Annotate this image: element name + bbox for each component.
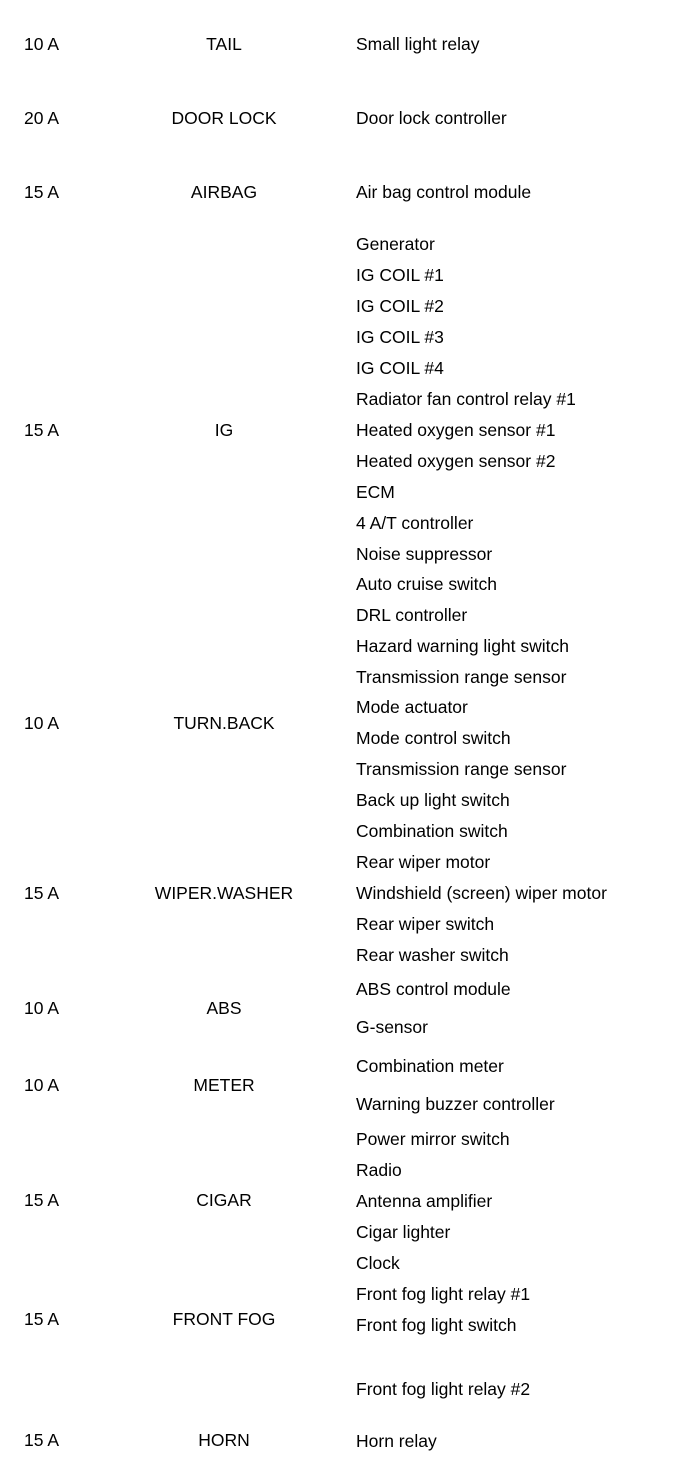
protected-component-value: IG COIL #4: [356, 358, 444, 378]
protected-component-value: Clock: [356, 1253, 400, 1273]
protected-component-value: Auto cruise switch: [356, 574, 498, 594]
fuse-name-value: AIRBAG: [190, 182, 258, 202]
protected-component-value: Radiator fan control relay #1: [356, 389, 576, 409]
protected-component-value: ABS control module: [356, 979, 511, 999]
protected-component-value: Hazard warning light switch: [356, 636, 570, 656]
protected-component-value: Radio: [356, 1160, 402, 1180]
fuse-name-value: DOOR LOCK: [171, 108, 277, 128]
fuse-amperage-value: 15 A: [24, 1430, 60, 1450]
protected-component-value: IG COIL #2: [356, 296, 444, 316]
protected-component-value: ECM: [356, 482, 395, 502]
protected-component-value: Mode actuator: [356, 697, 468, 717]
protected-component-value: G-sensor: [356, 1017, 428, 1037]
fuse-name-value: FRONT FOG: [172, 1309, 276, 1329]
protected-component-value: Combination meter: [356, 1056, 504, 1076]
protected-component-value: Horn relay: [356, 1431, 437, 1451]
protected-component-value: 4 A/T controller: [356, 513, 474, 533]
fuse-amperage-value: 15 A: [24, 182, 60, 202]
protected-component-value: Back up light switch: [356, 790, 510, 810]
fuse-name-value: ABS: [206, 998, 242, 1018]
protected-component-value: Heated oxygen sensor #1: [356, 420, 556, 440]
protected-component-value: Noise suppressor: [356, 544, 493, 564]
fuse-name-value: WIPER.WASHER: [154, 883, 294, 903]
protected-component-value: Cigar lighter: [356, 1222, 451, 1242]
fuse-name-value: TAIL: [206, 34, 242, 54]
protected-component-value: Warning buzzer controller: [356, 1094, 555, 1114]
protected-component-value: Windshield (screen) wiper motor: [356, 883, 607, 903]
fuse-amperage-value: 15 A: [24, 1309, 60, 1329]
fuse-name-value: IG: [214, 420, 234, 440]
protected-component-value: Front fog light relay #1: [356, 1284, 531, 1304]
protected-component-value: IG COIL #1: [356, 265, 444, 285]
protected-component-value: IG COIL #3: [356, 327, 444, 347]
fuse-amperage-value: 20 A: [24, 108, 60, 128]
fuse-amperage-value: 15 A: [24, 420, 60, 440]
protected-component-value: Air bag control module: [356, 182, 532, 202]
fuse-name-value: TURN.BACK: [173, 713, 275, 733]
protected-component-value: Power mirror switch: [356, 1129, 510, 1149]
protected-component-value: Small light relay: [356, 34, 480, 54]
fuse-amperage-value: 10 A: [24, 34, 60, 54]
fuse-name-value: HORN: [198, 1430, 250, 1450]
protected-component-value: Generator: [356, 234, 435, 254]
fuse-amperage-value: 15 A: [24, 883, 60, 903]
protected-component-value: Rear wiper switch: [356, 914, 495, 934]
fuse-amperage-value: 10 A: [24, 1075, 60, 1095]
fuse-name-value: CIGAR: [196, 1190, 252, 1210]
protected-component-value: Front fog light switch: [356, 1315, 517, 1335]
fuse-amperage-value: 15 A: [24, 1190, 60, 1210]
protected-component-value: Rear wiper motor: [356, 852, 491, 872]
fuse-name-value: METER: [193, 1075, 255, 1095]
protected-component-value: Front fog light relay #2: [356, 1379, 531, 1399]
protected-component-value: Antenna amplifier: [356, 1191, 493, 1211]
protected-component-value: Mode control switch: [356, 728, 511, 748]
protected-component-value: Heated oxygen sensor #2: [356, 451, 556, 471]
protected-component-value: Transmission range sensor: [356, 759, 567, 779]
fuse-amperage-value: 10 A: [24, 998, 60, 1018]
protected-component-value: Door lock controller: [356, 108, 507, 128]
protected-component-value: Rear washer switch: [356, 945, 509, 965]
fuse-amperage-value: 10 A: [24, 713, 60, 733]
protected-component-value: DRL controller: [356, 605, 468, 625]
protected-component-value: Transmission range sensor: [356, 667, 567, 687]
protected-component-value: Combination switch: [356, 821, 508, 841]
